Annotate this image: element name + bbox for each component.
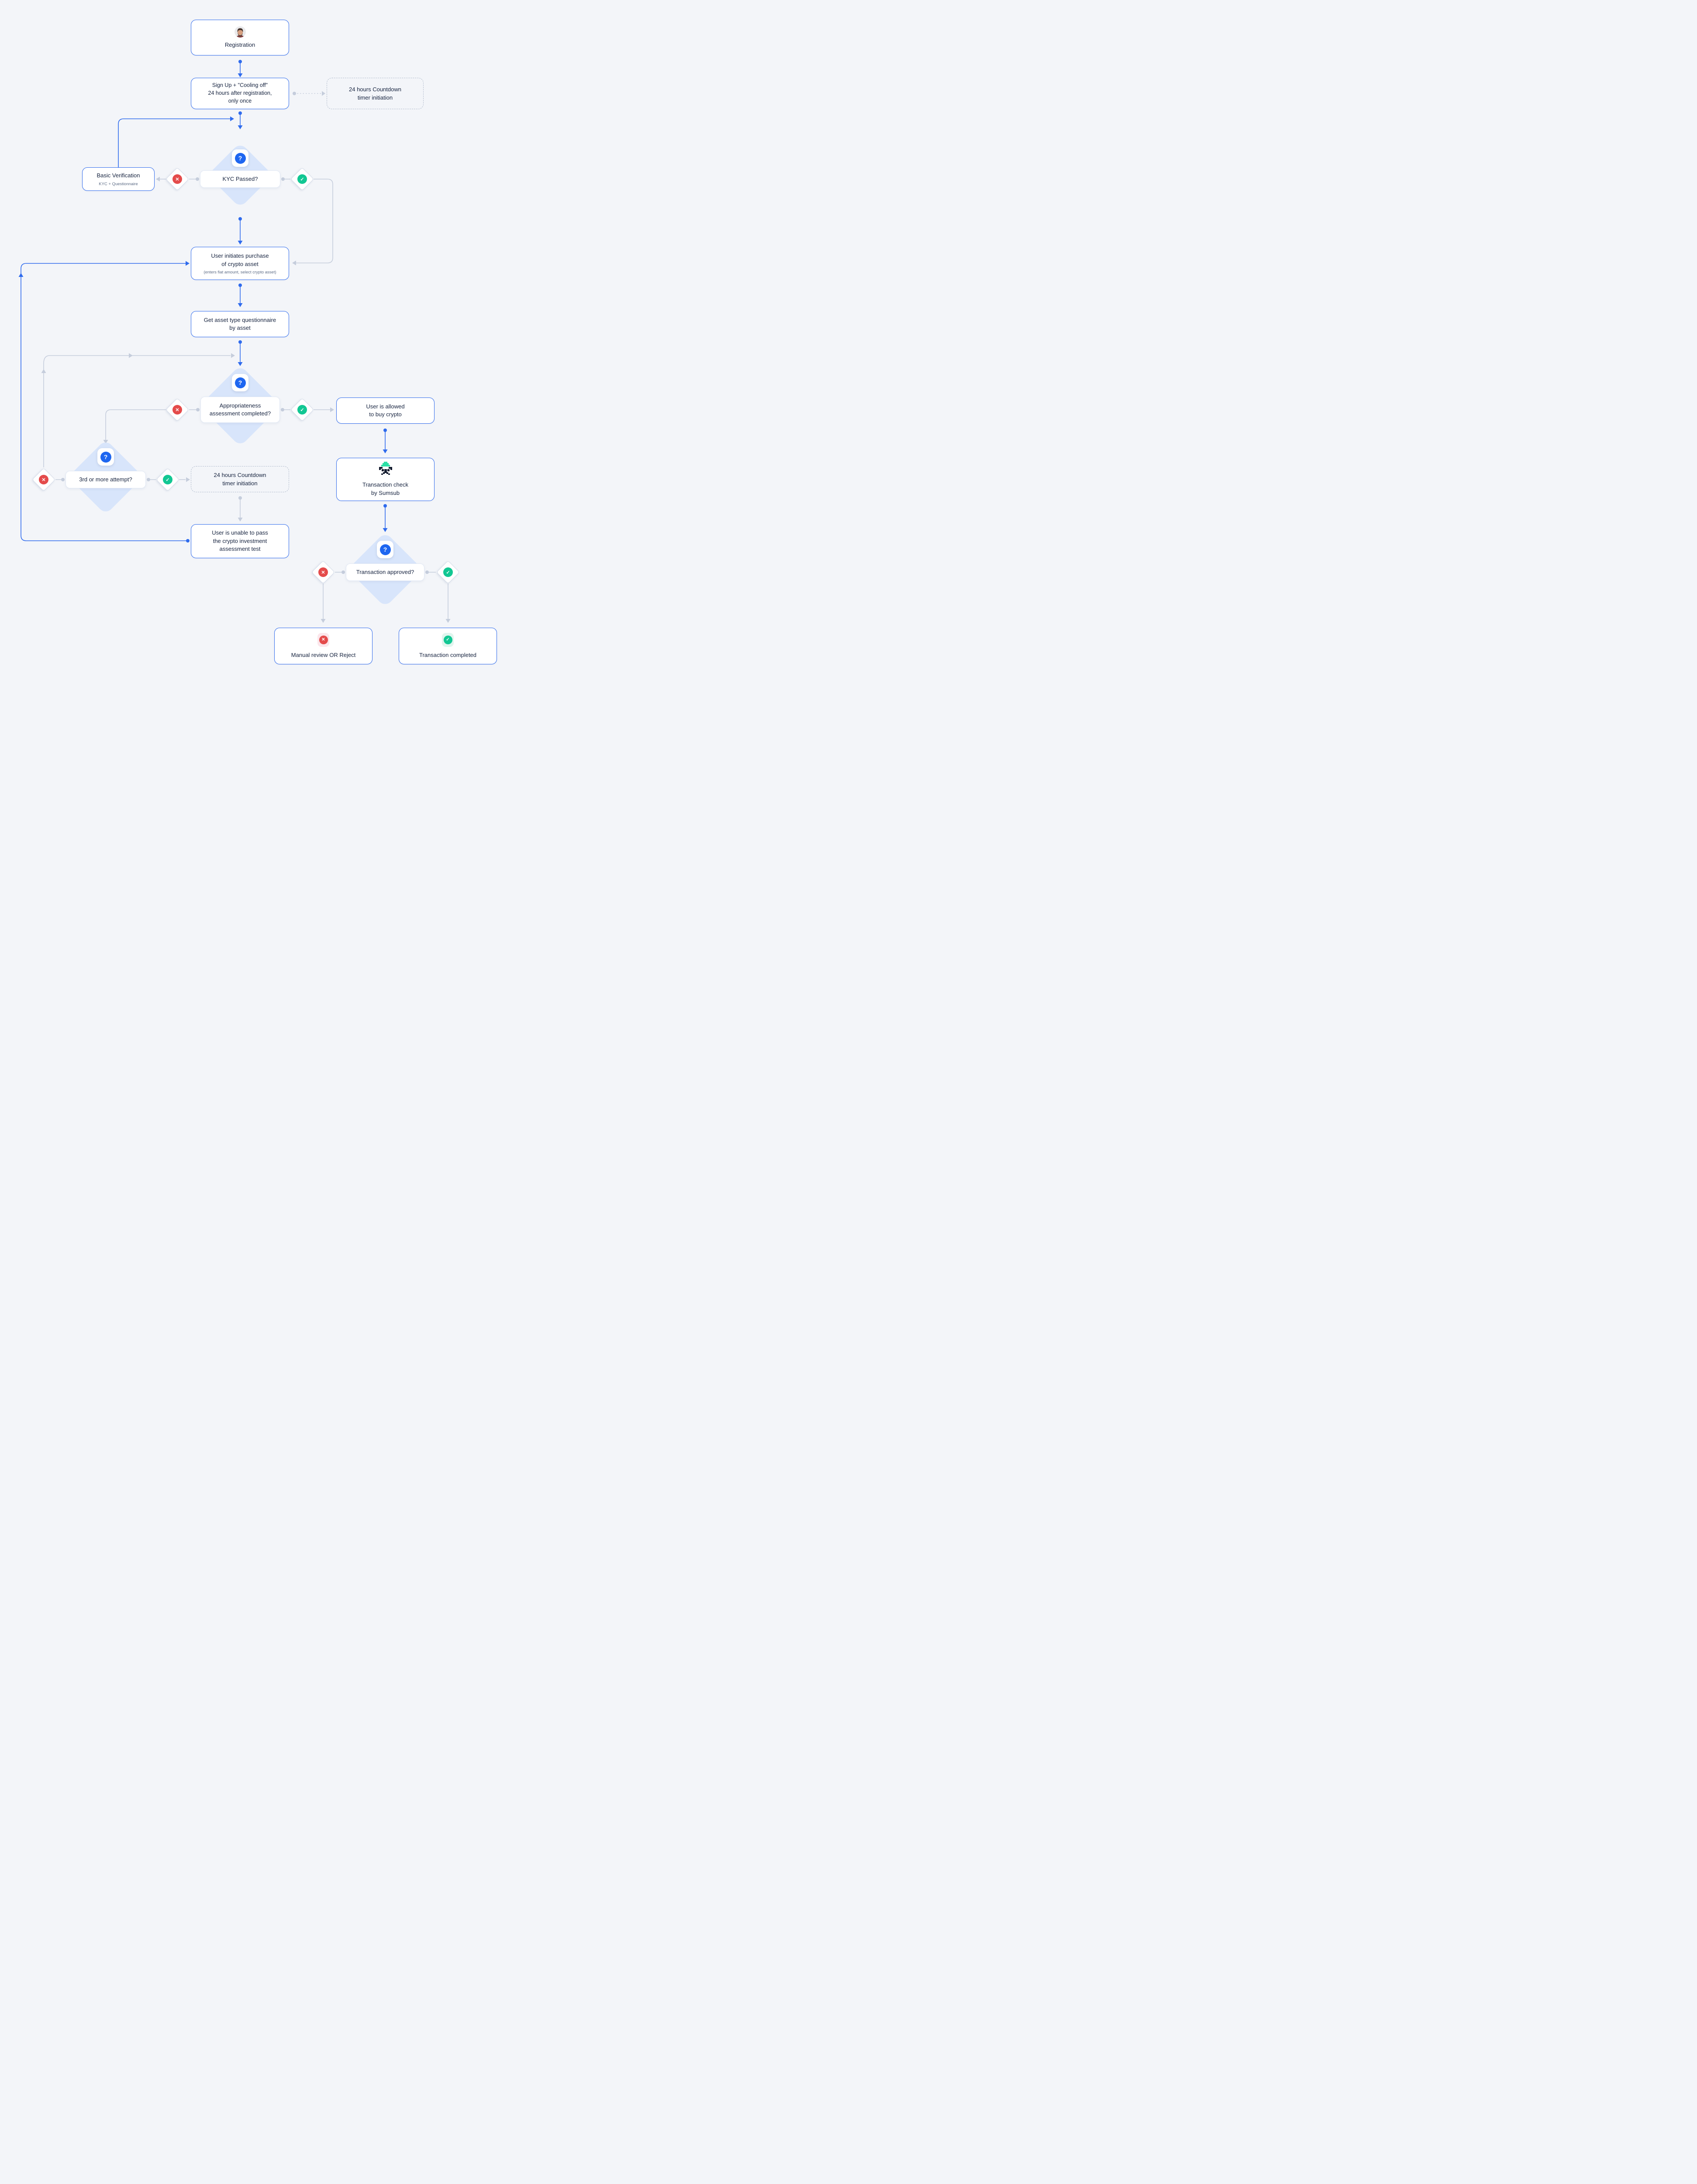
appropriateness-yes-diamond: ✓: [290, 398, 314, 422]
node-label: User is unable to pass the crypto invest…: [212, 529, 268, 553]
node-signup: Sign Up + "Cooling off" 24 hours after r…: [191, 78, 289, 109]
yes-icon: ✓: [297, 174, 307, 184]
no-icon: ✕: [39, 475, 48, 484]
question-icon: ?: [235, 152, 246, 164]
node-user-unable: User is unable to pass the crypto invest…: [191, 524, 289, 558]
question-badge: ?: [377, 541, 393, 558]
node-label: Sign Up + "Cooling off" 24 hours after r…: [208, 82, 272, 104]
yes-icon: ✓: [163, 475, 172, 484]
question-badge: ?: [97, 448, 114, 466]
node-sublabel: KYC + Questionnaire: [99, 181, 138, 187]
transaction-yes-diamond: ✓: [436, 560, 460, 584]
node-countdown-timer-1: 24 hours Countdown timer initiation: [327, 78, 424, 109]
yes-icon: ✓: [297, 405, 307, 415]
node-label: User is allowed to buy crypto: [366, 403, 405, 418]
node-get-asset-questionnaire: Get asset type questionnaire by asset: [191, 311, 289, 337]
reject-badge: ✕: [317, 632, 329, 647]
question-badge: ?: [232, 374, 248, 391]
question-icon: ?: [235, 377, 246, 388]
sumsub-logo-icon: [378, 462, 393, 477]
no-icon: ✕: [318, 567, 328, 577]
node-registration: Registration: [191, 20, 289, 55]
attempt-yes-diamond: ✓: [156, 468, 179, 491]
appropriateness-no-diamond: ✕: [166, 398, 189, 422]
attempt-no-diamond: ✕: [32, 468, 55, 491]
transaction-no-diamond: ✕: [311, 560, 335, 584]
attempt-decision-label: 3rd or more attempt?: [66, 471, 146, 488]
node-user-allowed: User is allowed to buy crypto: [336, 397, 435, 424]
transaction-decision-label: Transaction approved?: [346, 563, 424, 581]
kyc-decision-label: KYC Passed?: [200, 170, 280, 188]
yes-icon: ✓: [443, 567, 453, 577]
no-icon: ✕: [172, 405, 182, 415]
user-avatar: [234, 26, 246, 38]
node-label: Transaction completed: [419, 651, 477, 658]
node-label: Basic Verification: [97, 172, 140, 179]
success-badge: ✓: [442, 632, 454, 647]
kyc-yes-diamond: ✓: [290, 167, 314, 191]
question-icon: ?: [379, 544, 391, 555]
kyc-no-diamond: ✕: [166, 167, 189, 191]
node-label: User initiates purchase of crypto asset: [211, 252, 269, 267]
no-icon: ✕: [172, 174, 182, 184]
no-icon: ✕: [319, 635, 328, 644]
node-label: 24 hours Countdown timer initiation: [349, 86, 401, 101]
node-countdown-timer-2: 24 hours Countdown timer initiation: [191, 466, 289, 492]
yes-icon: ✓: [443, 635, 452, 644]
flowchart-canvas: ? ? ? ? KYC Passed? Appropriateness asse…: [0, 0, 517, 685]
node-transaction-completed: ✓ Transaction completed: [399, 628, 497, 664]
node-label: Transaction check by Sumsub: [362, 481, 408, 496]
node-manual-review: ✕ Manual review OR Reject: [274, 628, 373, 664]
node-purchase: User initiates purchase of crypto asset …: [191, 247, 289, 280]
question-icon: ?: [100, 451, 111, 463]
node-label: Get asset type questionnaire by asset: [204, 316, 276, 331]
node-basic-verification: Basic Verification KYC + Questionnaire: [82, 167, 155, 191]
node-sumsub-check: Transaction check by Sumsub: [336, 458, 435, 501]
node-label: 24 hours Countdown timer initiation: [214, 471, 266, 487]
appropriateness-decision-label: Appropriateness assessment completed?: [200, 397, 280, 423]
node-label: Registration: [224, 41, 255, 48]
question-badge: ?: [232, 149, 248, 167]
node-label: Manual review OR Reject: [291, 651, 356, 658]
node-sublabel: (enters fiat amount, select crypto asset…: [204, 270, 276, 275]
